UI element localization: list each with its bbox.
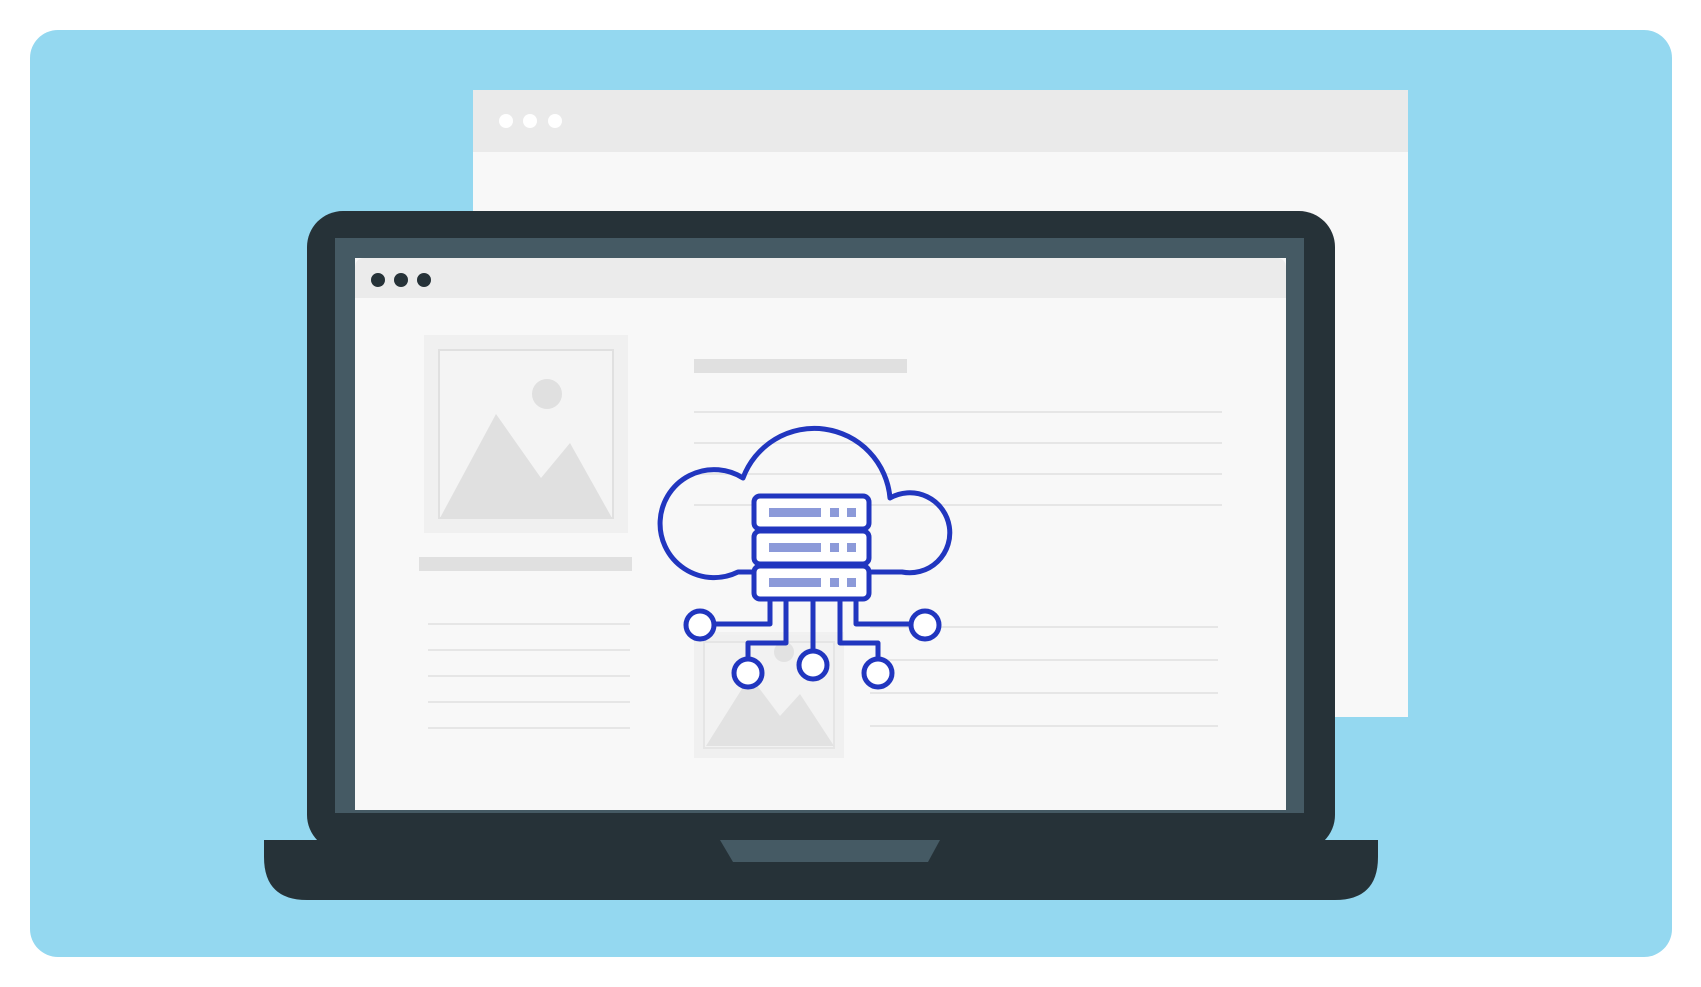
window-dot-icon (394, 273, 408, 287)
cloud-server-network-icon (657, 425, 953, 690)
laptop-base (264, 840, 1378, 900)
window-dot-icon (417, 273, 431, 287)
window-dot-icon (523, 114, 537, 128)
network-node-icon (683, 608, 942, 690)
placeholder-image-small (694, 632, 844, 758)
window-dot-icon (499, 114, 513, 128)
placeholder-heading-bar (419, 557, 632, 571)
placeholder-image (424, 335, 628, 533)
placeholder-text-lines-left (428, 623, 630, 729)
placeholder-heading-bar (694, 359, 907, 373)
window-dot-icon (371, 273, 385, 287)
laptop-notch (720, 840, 940, 862)
server-stack-icon (751, 493, 872, 602)
placeholder-text-lines-right (694, 411, 1222, 727)
window-dot-icon (548, 114, 562, 128)
